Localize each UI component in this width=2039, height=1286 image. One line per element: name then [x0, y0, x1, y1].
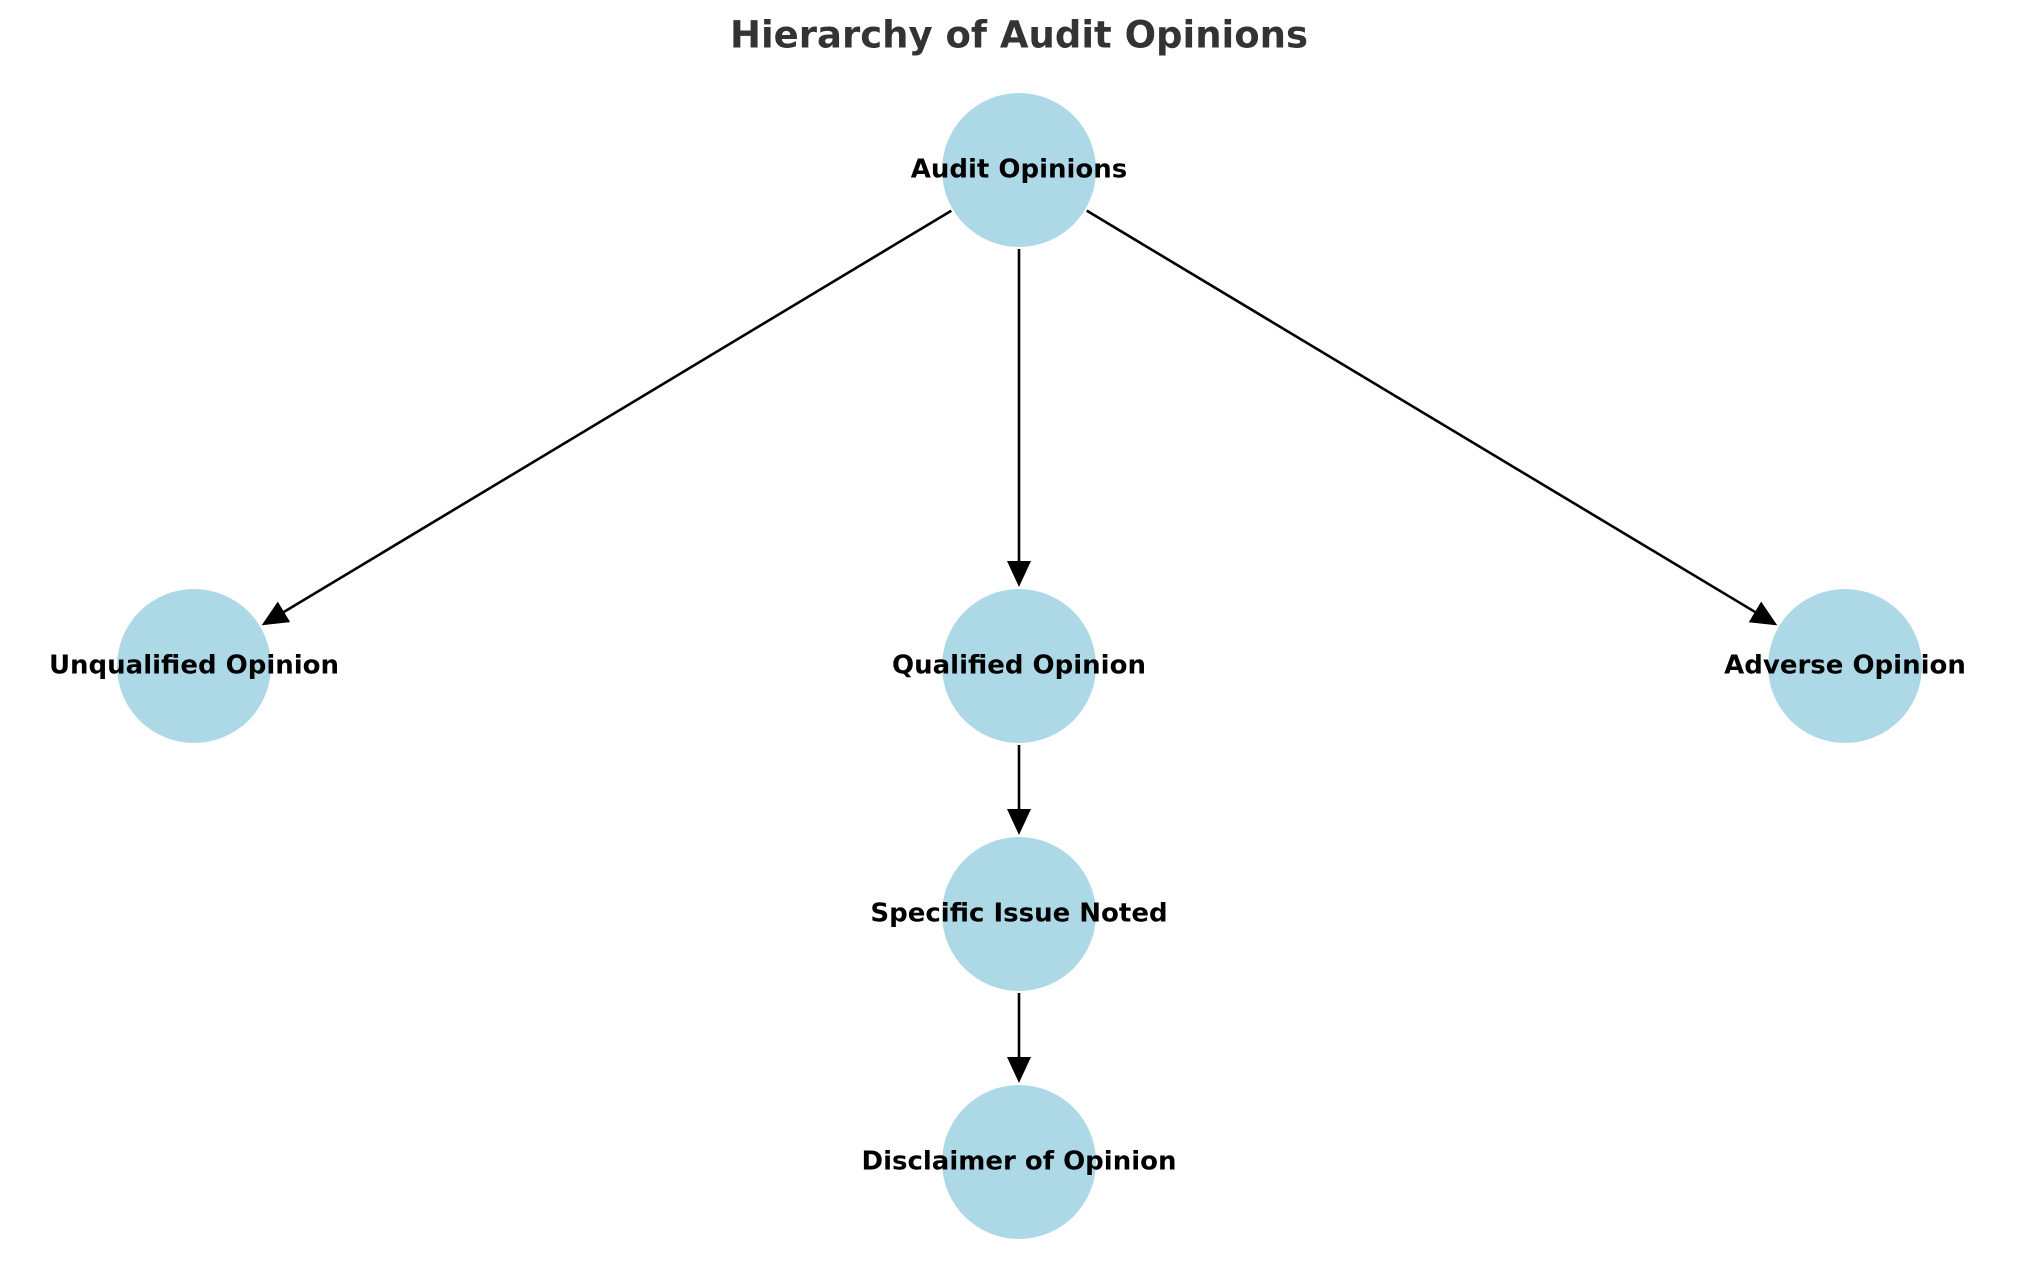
arrowhead-adverse-opinion [1748, 601, 1778, 626]
node-label-qualified-opinion: Qualified Opinion [892, 651, 1146, 681]
edge-audit-opinions-to-unqualified-opinion [283, 209, 952, 614]
node-disclaimer-of-opinion [942, 1085, 1096, 1239]
node-label-unqualified-opinion: Unqualified Opinion [49, 651, 339, 681]
diagram-title: Hierarchy of Audit Opinions [730, 14, 1308, 57]
nodes-layer [117, 93, 1922, 1239]
node-unqualified-opinion [117, 589, 271, 743]
edges-layer [261, 209, 1778, 1083]
arrowhead-specific-issue-noted [1007, 809, 1031, 835]
node-label-disclaimer-of-opinion: Disclaimer of Opinion [862, 1147, 1177, 1177]
node-audit-opinions [942, 93, 1096, 247]
arrowhead-disclaimer-of-opinion [1007, 1057, 1031, 1083]
arrowhead-qualified-opinion [1007, 561, 1031, 587]
arrowhead-unqualified-opinion [261, 601, 291, 626]
node-label-adverse-opinion: Adverse Opinion [1724, 651, 1966, 681]
node-label-audit-opinions: Audit Opinions [911, 155, 1128, 185]
node-qualified-opinion [942, 589, 1096, 743]
edge-audit-opinions-to-adverse-opinion [1086, 209, 1756, 614]
node-specific-issue-noted [942, 837, 1096, 991]
node-adverse-opinion [1768, 589, 1922, 743]
node-label-specific-issue-noted: Specific Issue Noted [870, 899, 1167, 929]
